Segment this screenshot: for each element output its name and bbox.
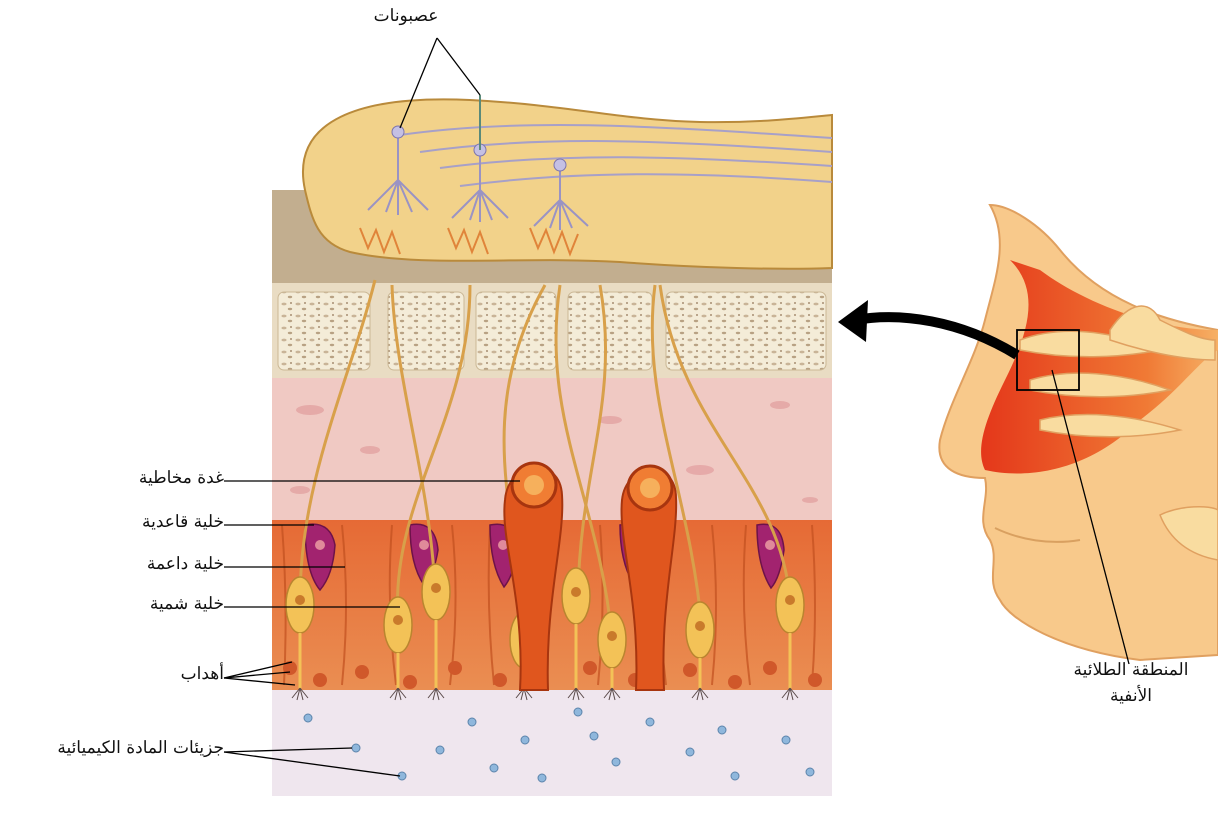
label-nasal-epithelium-line1: المنطقة الطلائية <box>1064 660 1198 680</box>
mucus-layer <box>272 690 832 796</box>
label-nasal-epithelium-line2: الأنفية <box>1064 686 1198 706</box>
label-chemical-molecules: جزيئات المادة الكيميائية <box>57 738 224 758</box>
tissue-block <box>272 190 832 796</box>
nose-profile <box>939 205 1218 660</box>
label-olfactory-cell: خلية شمية <box>150 594 224 614</box>
label-neurons: عصبونات <box>366 6 446 26</box>
olfactory-bulb <box>303 95 832 269</box>
label-supporting-cell: خلية داعمة <box>147 554 224 574</box>
label-basal-cell: خلية قاعدية <box>142 512 224 532</box>
label-cilia: أهداب <box>181 664 224 684</box>
label-mucous-gland: غدة مخاطية <box>139 468 224 488</box>
